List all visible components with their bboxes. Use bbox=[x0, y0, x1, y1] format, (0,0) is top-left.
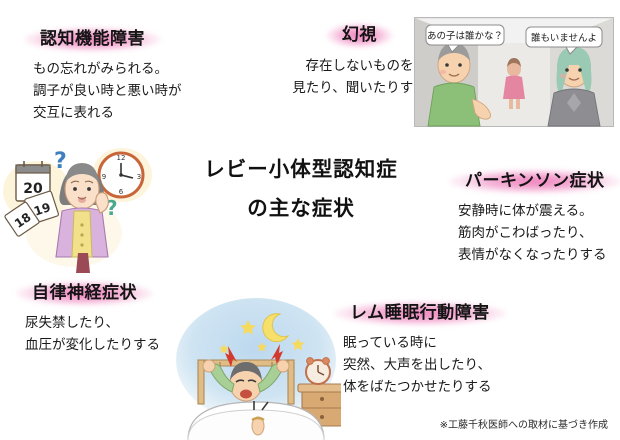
speech-bubble-right-text: 誰もいませんよ bbox=[531, 32, 597, 44]
sleeping-man-figure bbox=[202, 359, 290, 402]
question-mark-icon: ? bbox=[106, 196, 118, 220]
svg-text:20: 20 bbox=[23, 181, 43, 197]
illustration-rem-sleep bbox=[176, 298, 341, 440]
motion-flash-icon bbox=[225, 344, 283, 367]
alarm-clock-icon bbox=[305, 357, 331, 385]
footnote-source: ※工藤千秋医師への取材に基づき作成 bbox=[439, 420, 608, 431]
symptom-heading-parkinsonism: パーキンソン症状 bbox=[449, 168, 620, 195]
symptom-text-parkinsonism: 安静時に体が震える。 筋肉がこわばったり、 表情がなくなったりする bbox=[458, 203, 607, 263]
calendar-icon: 20 19 18 bbox=[4, 161, 60, 237]
page-title-line-2: の主な症状 bbox=[247, 195, 355, 220]
illustration-hallucination-panel: あの子は誰かな？ 誰もいませんよ bbox=[414, 17, 614, 127]
symptom-block-visual-hallucination: 幻視 存在しないものを 見たり、聞いたりする bbox=[272, 22, 447, 100]
clock-icon: 12 3 6 9 bbox=[97, 151, 145, 199]
symptom-block-rem-sleep-behavior-disorder: レム睡眠行動障害 眠っている時に 突然、大声を出したり、 体をばたつかせたりする bbox=[334, 300, 506, 399]
symptom-block-cognitive-impairment: 認知機能障害 もの忘れがみられる。 調子が良い時と悪い時が 交互に表れる bbox=[24, 26, 182, 125]
elderly-woman-figure bbox=[55, 163, 109, 273]
question-mark-icon: ? bbox=[54, 149, 67, 174]
speech-bubble-left: あの子は誰かな？ bbox=[425, 24, 505, 53]
symptom-text-cognitive-impairment: もの忘れがみられる。 調子が良い時と悪い時が 交互に表れる bbox=[33, 61, 182, 121]
speech-bubble-left-text: あの子は誰かな？ bbox=[427, 30, 503, 42]
symptom-text-autonomic-symptoms: 尿失禁したり、 血圧が変化したりする bbox=[25, 315, 160, 354]
symptom-text-rem-sleep-behavior-disorder: 眠っている時に 突然、大声を出したり、 体をばたつかせたりする bbox=[343, 335, 492, 395]
speech-bubble-right: 誰もいませんよ bbox=[525, 26, 603, 55]
svg-text:3: 3 bbox=[137, 173, 141, 181]
svg-text:9: 9 bbox=[102, 173, 106, 181]
page-title-line-1: レビー小体型認知症 bbox=[204, 157, 398, 181]
symptom-heading-cognitive-impairment: 認知機能障害 bbox=[24, 26, 161, 53]
star-icon bbox=[219, 320, 305, 354]
man-figure bbox=[427, 43, 492, 127]
symptom-text-visual-hallucination: 存在しないものを 見たり、聞いたりする bbox=[292, 58, 427, 97]
kicking-foot-icon bbox=[251, 401, 269, 436]
symptom-block-parkinsonism: パーキンソン症状 安静時に体が震える。 筋肉がこわばったり、 表情がなくなったり… bbox=[449, 168, 620, 267]
illustration-cognitive-impairment: 20 19 18 12 3 6 9 bbox=[2, 133, 162, 273]
symptom-heading-autonomic-symptoms: 自律神経症状 bbox=[16, 280, 153, 307]
svg-text:19: 19 bbox=[32, 200, 52, 218]
symptom-heading-visual-hallucination: 幻視 bbox=[326, 22, 393, 49]
hallucinated-child-figure bbox=[503, 58, 525, 109]
symptom-block-autonomic-symptoms: 自律神経症状 尿失禁したり、 血圧が変化したりする bbox=[16, 280, 160, 357]
page-title: レビー小体型認知症 の主な症状 bbox=[158, 150, 444, 228]
woman-figure bbox=[547, 47, 601, 127]
symptom-heading-rem-sleep-behavior-disorder: レム睡眠行動障害 bbox=[334, 300, 506, 327]
svg-text:6: 6 bbox=[119, 188, 124, 196]
svg-text:12: 12 bbox=[117, 154, 126, 162]
